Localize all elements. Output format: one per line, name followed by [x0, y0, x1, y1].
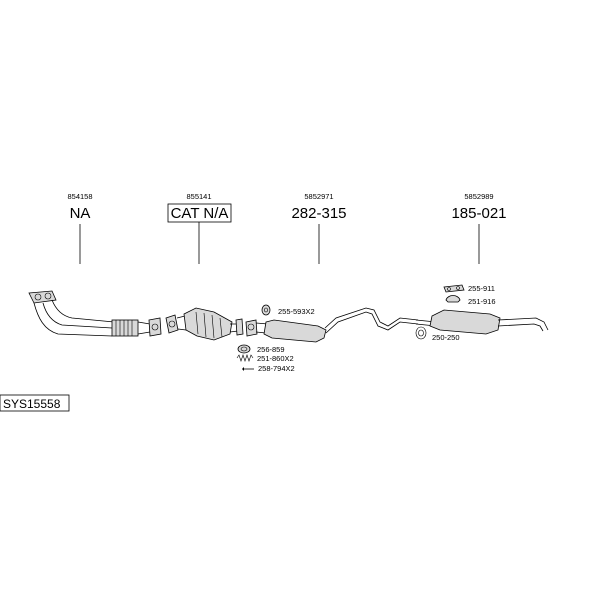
label-255-911: 255-911 [468, 284, 495, 293]
part-number-855141: 855141 [186, 192, 211, 201]
cat-ref-box [167, 203, 232, 223]
bolt-icon [242, 367, 254, 371]
part-ref-185-021: 185-021 [451, 205, 506, 222]
label-251-860x2: 251-860X2 [257, 354, 294, 363]
rubber-mount-icon [261, 304, 271, 316]
part-number-5852989: 5852989 [464, 192, 493, 201]
ring-gasket-icon [415, 326, 427, 340]
system-id: SYS15558 [3, 397, 61, 411]
hanger-rubber-icon [443, 284, 465, 293]
system-id-box [0, 394, 70, 412]
label-256-859: 256-859 [257, 345, 285, 354]
part-ref-na: NA [70, 205, 91, 222]
clamp-icon [445, 295, 461, 303]
part-number-854158: 854158 [67, 192, 92, 201]
middle-silencer-drawing [245, 307, 419, 343]
spring-icon [236, 354, 254, 362]
part-number-5852971: 5852971 [304, 192, 333, 201]
gasket-icon [237, 344, 251, 354]
rear-silencer-drawing [415, 309, 549, 335]
front-pipe-drawing [28, 290, 162, 337]
label-250-250: 250-250 [432, 333, 460, 342]
label-255-593x2: 255-593X2 [278, 307, 315, 316]
part-ref-282-315: 282-315 [291, 205, 346, 222]
part-ref-cat: CAT N/A [171, 205, 229, 222]
label-258-794x2: 258-794X2 [258, 364, 295, 373]
catalytic-converter-drawing [165, 307, 244, 341]
label-251-916: 251-916 [468, 297, 496, 306]
